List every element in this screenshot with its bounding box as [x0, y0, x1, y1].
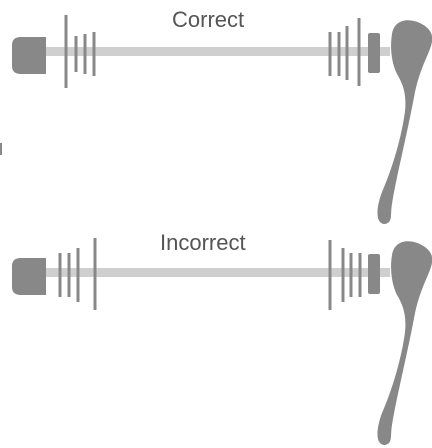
correct-nut — [12, 37, 46, 74]
correct-right-spring — [328, 18, 361, 86]
correct-cam-body — [368, 33, 380, 73]
incorrect-quick-release-lever — [377, 241, 432, 445]
incorrect-skewer-rod — [44, 268, 390, 277]
incorrect-left-spring — [58, 238, 97, 310]
correct-label: Correct — [172, 7, 245, 32]
correct-assembly — [12, 15, 432, 224]
correct-quick-release-lever — [377, 20, 432, 224]
incorrect-assembly — [12, 238, 432, 445]
incorrect-nut — [12, 258, 46, 295]
correct-skewer-rod — [44, 47, 390, 56]
incorrect-right-spring — [328, 240, 362, 310]
incorrect-label: Incorrect — [160, 230, 246, 255]
incorrect-cam-body — [368, 254, 380, 294]
correct-left-spring — [64, 15, 96, 88]
edge-mark — [0, 143, 2, 155]
